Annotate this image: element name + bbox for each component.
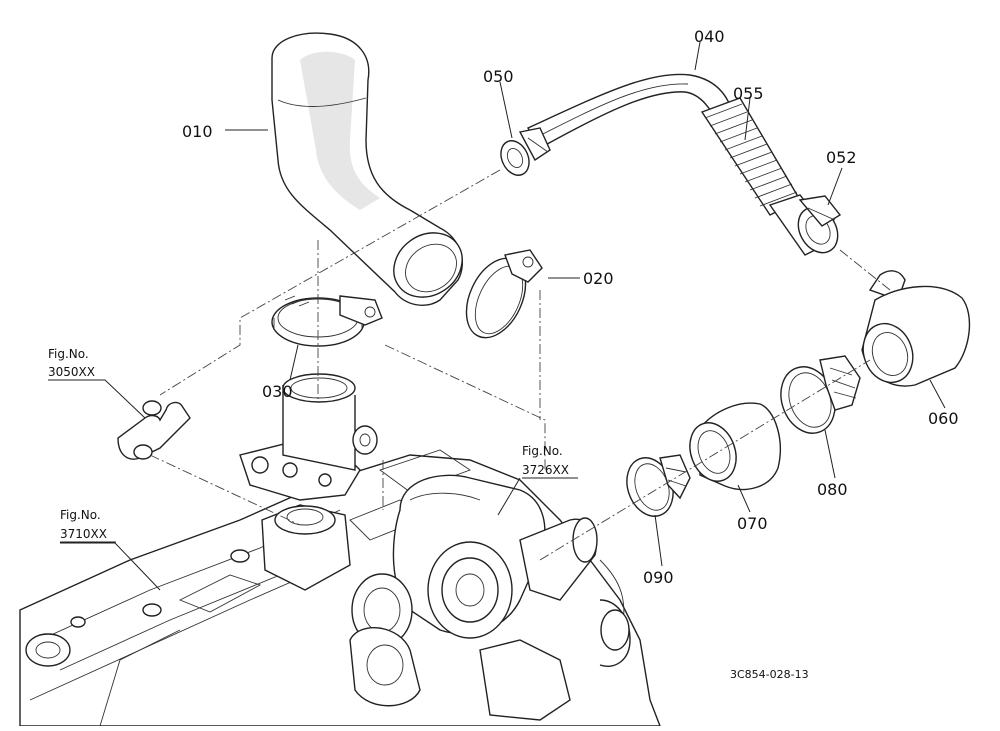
fig-ref-3726xx-title: Fig.No.: [522, 444, 563, 458]
part-090-clamp: [626, 454, 691, 517]
label-part-030: 030: [262, 382, 293, 401]
figure-references: Fig.No. 3050XX Fig.No. 3726XX Fig.No. 37…: [48, 347, 578, 543]
label-part-020: 020: [583, 269, 614, 288]
part-070-sleeve: [689, 402, 781, 491]
label-part-040: 040: [694, 27, 725, 46]
drawing-code: 3C854-028-13: [730, 668, 809, 681]
part-020-clamp: [465, 249, 543, 339]
outlet-flange: [239, 373, 378, 591]
fig-ref-3710xx-code: 3710XX: [60, 527, 107, 541]
part-060-elbow: [861, 270, 971, 387]
fig-ref-3726xx-code: 3726XX: [522, 463, 569, 477]
turbocharger: [349, 474, 631, 721]
breather-elbow: [117, 400, 191, 460]
fig-ref-3050xx-code: 3050XX: [48, 365, 95, 379]
part-030-clamp: [271, 295, 383, 347]
fig-ref-3710xx-title: Fig.No.: [60, 508, 101, 522]
part-number-labels: 010 020 030 040 050 052 055 060 070 080 …: [182, 27, 959, 587]
center-lines: [149, 169, 891, 561]
fig-ref-3050xx-title: Fig.No.: [48, 347, 89, 361]
label-part-070: 070: [737, 514, 768, 533]
part-010-hose: [271, 32, 463, 306]
label-part-052: 052: [826, 148, 857, 167]
label-part-055: 055: [733, 84, 764, 103]
part-080-clamp: [780, 355, 861, 434]
label-part-010: 010: [182, 122, 213, 141]
part-052-clamp: [797, 195, 842, 254]
label-part-060: 060: [928, 409, 959, 428]
label-part-090: 090: [643, 568, 674, 587]
label-part-050: 050: [483, 67, 514, 86]
label-part-080: 080: [817, 480, 848, 499]
part-050-clamp: [500, 127, 551, 176]
